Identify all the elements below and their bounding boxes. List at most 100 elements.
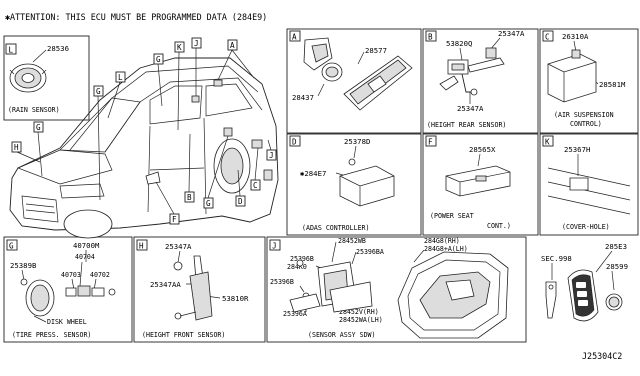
part-label-25396ba: 25396BA (356, 248, 384, 256)
part-label-28536: 28536 (47, 44, 69, 53)
power-seat-cont-part (445, 165, 511, 197)
vehicle-tag-j-top: J (194, 39, 199, 48)
vehicle-tag-c: C (253, 181, 258, 190)
radar-sensor-part (303, 37, 343, 82)
height-front-sensor-part (173, 255, 213, 321)
section-tag-c: C (545, 33, 550, 42)
leader-line (477, 153, 481, 167)
sensor-assy-sdw-part (289, 259, 373, 313)
tag-box-l (5, 43, 17, 55)
tag-box-b (425, 30, 437, 42)
part-label-sec-998: SEC.998 (541, 254, 572, 263)
vehicle-tag-h: H (14, 143, 19, 152)
vehicle-tag-j-right: J (269, 151, 274, 160)
caption-air-suspension-l1: (AIR SUSPENSION (554, 111, 614, 119)
caption-height-front-sensor: (HEIGHT FRONT SENSOR) (142, 331, 225, 339)
part-label-284k0: 284K0 (287, 263, 307, 271)
leader-line (33, 315, 47, 323)
caption-power-seat-l1: (POWER SEAT (430, 212, 474, 220)
part-label-25347a-bottom: 25347A (457, 104, 484, 113)
intelligent-key-fob-part (567, 269, 599, 322)
leader-line (357, 51, 365, 65)
panel-height-rear-sensor (422, 28, 539, 134)
part-label-28437: 28437 (292, 93, 314, 102)
part-label-25389b: 25389B (10, 261, 37, 270)
vehicle-tag-d: D (238, 197, 243, 206)
part-label-25347aa: 25347AA (150, 280, 181, 289)
caption-tire-press-sensor: (TIRE PRESS. SENSOR) (12, 331, 91, 339)
part-label-40700m: 40700M (73, 241, 100, 250)
leader-lines-g (21, 250, 97, 291)
battery-part (605, 293, 623, 311)
section-tag-h: H (139, 242, 144, 251)
section-tag-k: K (545, 138, 550, 147)
section-tag-g: G (9, 242, 14, 251)
vehicle-tag-k: K (177, 43, 182, 52)
part-label-25396b: 25396B (290, 255, 314, 263)
tag-box-a (289, 30, 301, 42)
caption-power-seat-l2: CONT.) (487, 222, 511, 230)
cover-hole-part (547, 167, 631, 215)
section-tag-b: B (428, 33, 433, 42)
leader-line (317, 83, 325, 97)
part-label-25367h: 25367H (564, 145, 590, 154)
tag-box-c (542, 30, 554, 42)
part-label-28599: 28599 (606, 262, 628, 271)
air-suspension-module-part (547, 49, 597, 103)
adas-controller-part (339, 158, 395, 207)
tire-pressure-sensor-part (65, 285, 116, 297)
part-label-40703: 40703 (61, 271, 81, 279)
vehicle-tag-f: F (172, 215, 177, 224)
part-label-53810r: 53810R (222, 294, 249, 303)
part-label-40704: 40704 (75, 253, 95, 261)
attention-note: ✱ATTENTION: THIS ECU MUST BE PROGRAMMED … (5, 12, 267, 22)
section-tag-a: A (292, 33, 297, 42)
part-label-53820q: 53820Q (446, 39, 472, 48)
tag-box-k (542, 135, 554, 147)
part-label-284g8a-lh: 284G8+A(LH) (424, 245, 468, 253)
part-label-28452wb: 28452WB (338, 237, 366, 245)
bracket-panel-part (343, 55, 413, 111)
section-tag-l: L (9, 46, 14, 55)
vehicle-tag-a: A (230, 41, 235, 50)
vehicle-leader-lines (16, 48, 272, 215)
tag-box-d (289, 135, 301, 147)
vehicle-tag-l-mid: L (118, 73, 123, 82)
height-rear-sensor-part (439, 47, 505, 96)
leader-lines-key (551, 250, 615, 291)
vehicle-tag-b: B (187, 193, 192, 202)
part-label-28581m: 28581M (599, 80, 626, 89)
part-label-28577: 28577 (365, 46, 387, 55)
tag-box-f (425, 135, 437, 147)
caption-air-suspension-l2: CONTROL) (570, 120, 602, 128)
part-label-284g8-rh: 284G8(RH) (424, 237, 460, 245)
part-label-25347a: 25347A (165, 242, 192, 251)
diagram-id: J25304C2 (582, 351, 622, 361)
section-tag-j: J (272, 242, 277, 251)
part-label-25347a-top: 25347A (498, 29, 525, 38)
tag-box-j (269, 239, 281, 251)
part-label-28452v-rh: 28452V(RH) (339, 308, 379, 316)
part-label-25396a: 25396A (283, 310, 307, 318)
caption-adas-controller: (ADAS CONTROLLER) (302, 224, 370, 232)
part-label-28452wa-lh: 28452WA(LH) (339, 316, 383, 324)
tag-box-h (136, 239, 148, 251)
part-label-40702: 40702 (90, 271, 110, 279)
part-label-28565x: 28565X (469, 145, 496, 154)
section-tag-d: D (292, 138, 297, 147)
disk-wheel-part (20, 278, 55, 317)
caption-cover-hole: (COVER-HOLE) (562, 223, 610, 231)
caption-rain-sensor: (RAIN SENSOR) (8, 106, 60, 114)
vehicle-tag-g-left: G (96, 87, 101, 96)
vehicle-tag-g-roof: G (156, 55, 161, 64)
label-disk-wheel: DISK WHEEL (47, 318, 87, 326)
mechanical-key-part (545, 281, 557, 319)
part-label-284e7: ✱284E7 (300, 169, 326, 178)
vehicle-tag-g-front: G (36, 123, 41, 132)
part-label-25396b-lower: 25396B (270, 278, 294, 286)
section-tag-f: F (428, 138, 433, 147)
caption-sensor-assy-sdw: (SENSOR ASSY SDW) (308, 331, 376, 339)
vehicle-tags: K J A G L G G H F B G D C J (11, 37, 277, 225)
part-label-26310a: 26310A (562, 32, 589, 41)
